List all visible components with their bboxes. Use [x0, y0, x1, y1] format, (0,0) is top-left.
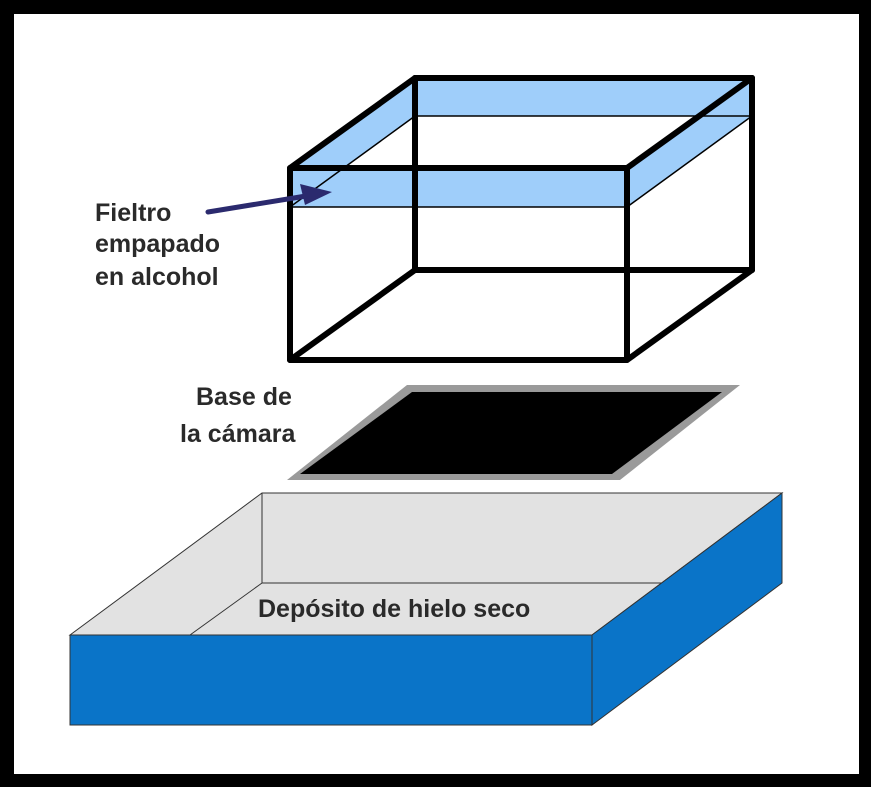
felt-label-line-1: Fieltro	[95, 199, 171, 227]
arrow-head	[300, 184, 332, 205]
base-label-line-1: Base de	[196, 383, 292, 411]
felt-band-back	[415, 78, 752, 116]
chamber-box	[287, 75, 755, 363]
edge-bottom-right-diagonal	[624, 267, 755, 363]
dry-ice-tray	[68, 492, 784, 726]
inner-edge-right	[626, 115, 753, 208]
tray-label: Depósito de hielo seco	[258, 595, 530, 623]
chamber-base-plate	[287, 385, 740, 480]
base-label-line-2: la cámara	[180, 420, 296, 448]
edge-top-right	[624, 75, 755, 171]
felt-band-front	[290, 168, 627, 207]
felt-label-line-2: empapado	[95, 230, 220, 258]
edge-bottom-left-diagonal	[287, 267, 418, 363]
tray-inner-floor-left	[189, 582, 263, 636]
felt-label-line-3: en alcohol	[95, 263, 219, 291]
tray-front-face	[69, 634, 593, 726]
arrow-shaft	[205, 193, 309, 215]
tray-right-face	[591, 492, 783, 726]
edge-front-face	[287, 165, 630, 363]
base-surface	[300, 392, 722, 474]
felt-band-right	[627, 78, 752, 207]
felt-pointer-arrow	[205, 184, 332, 215]
edge-top-left	[287, 75, 418, 171]
